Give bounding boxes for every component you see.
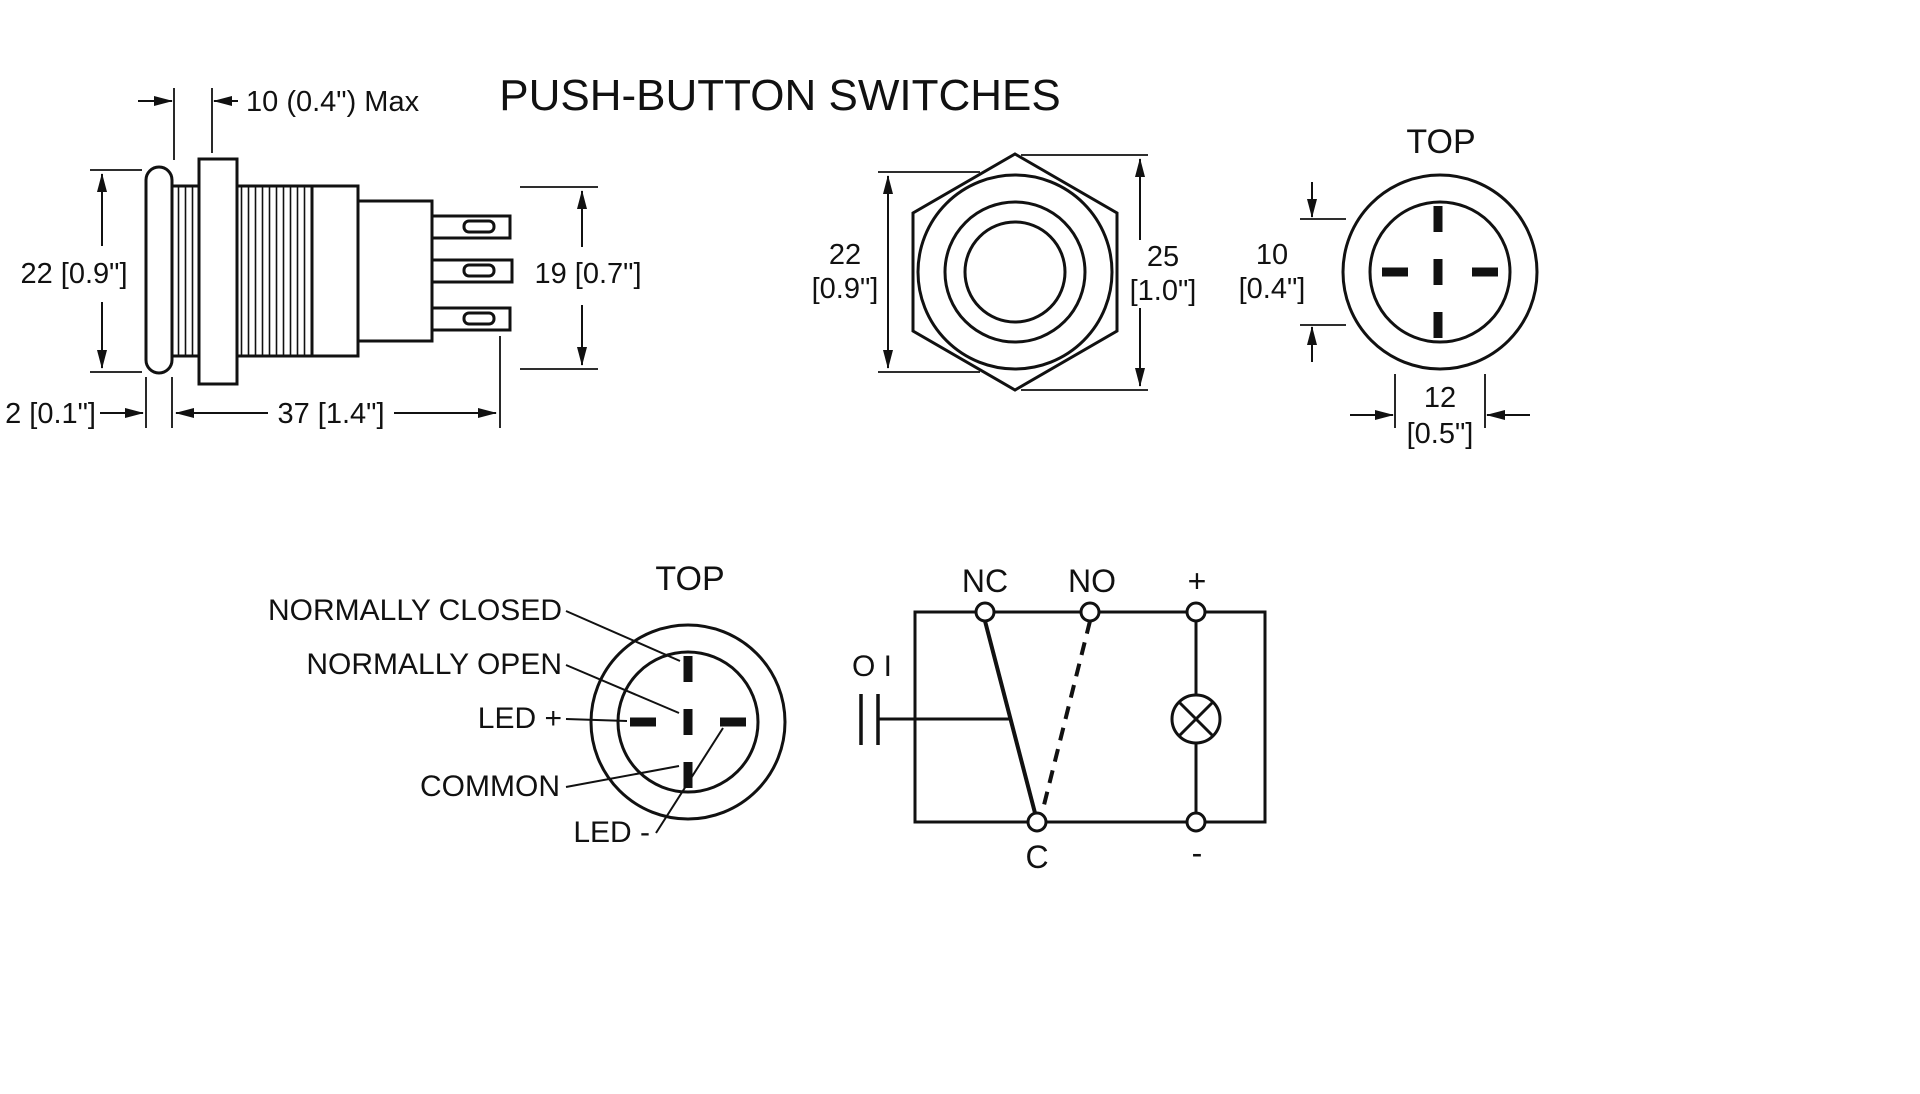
label-led-minus: LED - [573,816,650,849]
terminal-nc [974,601,996,623]
no-contact-line-dashed [1040,620,1092,814]
body-collar [310,184,360,358]
dim-body-height-label: 22 [0.9"] [20,258,127,290]
label-normally-closed: NORMALLY CLOSED [268,594,562,627]
actuator-symbol: O I [852,650,1010,745]
pin-common [683,762,693,788]
pinout-leader-lines [565,610,724,834]
terminal-plus [1185,601,1207,623]
bezel-outer-circle [916,173,1114,371]
pin-slot-top [1433,206,1443,232]
dim-pin-vertical-inches: [0.4"] [1239,273,1306,305]
dim-panel-thickness-label: 10 (0.4") Max [246,86,420,118]
dim-pin-horizontal-value: 12 [1424,382,1456,414]
terminal-no [1079,601,1101,623]
dim-rear-height-label: 19 [0.7"] [534,258,641,290]
threaded-barrel [170,184,314,358]
label-led-plus: LED + [478,702,562,735]
dim-pin-spacing-vertical: 10 [0.4"] [1239,182,1346,362]
dim-body-height: 22 [0.9"] [20,169,142,373]
terminal-minus [1185,811,1207,833]
pin-normally-open [683,709,693,735]
page-title: PUSH-BUTTON SWITCHES [499,71,1060,120]
pin-led-minus [720,717,746,727]
flange [144,165,174,375]
dim-pin-spacing-horizontal: 12 [0.5"] [1350,374,1530,450]
schematic-terminals [974,601,1207,833]
label-terminal-no: NO [1068,563,1116,599]
button-ring-circle [943,200,1087,344]
side-view-drawing: 10 (0.4") Max 22 [0.9"] 2 [0.1"] 37 [1.4… [5,86,641,430]
dim-across-corners-value: 25 [1147,241,1179,273]
dim-pin-horizontal-inches: [0.5"] [1407,418,1474,450]
dim-flange-thickness-label: 2 [0.1"] [5,398,96,430]
pin-slot-right [1472,267,1498,277]
dim-flange-thickness: 2 [0.1"] [5,377,173,430]
terminal-pins [430,214,514,332]
label-terminal-plus: + [1188,563,1207,599]
top-view-title: TOP [1406,123,1475,161]
pin-slot-bottom [1433,312,1443,338]
pinout-pins [630,656,746,788]
button-face-circle [963,220,1067,324]
dim-rear-height: 19 [0.7"] [520,186,642,370]
front-view-drawing: 22 [0.9"] 25 [1.0"] [812,152,1197,392]
pin-slot-center [1433,259,1443,285]
dim-across-flats-inches: [0.9"] [812,273,879,305]
dim-pin-vertical-value: 10 [1256,239,1288,271]
dim-across-corners: 25 [1.0"] [1021,154,1197,391]
lamp-symbol [1170,693,1222,745]
pin-led-plus [630,717,656,727]
top-view-pins [1382,206,1498,338]
actuator-label: O I [852,650,892,683]
dim-overall-length: 37 [1.4"] [175,336,501,430]
circuit-schematic: O I NC NO + C - [852,563,1267,875]
terminal-slot-bottom [462,311,496,326]
label-terminal-nc: NC [962,563,1008,599]
pinout-view-drawing: TOP NORMALLY CLOSED NORMALLY OPEN LED + … [268,560,787,849]
pin-slot-left [1382,267,1408,277]
terminal-slot-middle [462,263,496,278]
rear-housing [356,199,434,343]
pin-normally-closed [683,656,693,682]
dim-across-corners-inches: [1.0"] [1130,275,1197,307]
mounting-nut [197,157,239,386]
dim-across-flats: 22 [0.9"] [812,171,980,373]
label-terminal-common: C [1025,839,1048,875]
terminal-slot-top [462,219,496,234]
pinout-inner-circle [616,650,760,794]
dim-overall-length-label: 37 [1.4"] [277,398,384,430]
label-terminal-minus: - [1192,835,1203,871]
top-view-drawing: TOP 10 [0.4"] 12 [0.5"] [1239,123,1539,450]
terminal-common [1026,811,1048,833]
lamp-cross-2 [1177,700,1215,738]
label-normally-open: NORMALLY OPEN [306,648,562,681]
top-view-inner-circle [1368,200,1512,344]
dim-across-flats-value: 22 [829,239,861,271]
nc-contact-line [983,620,1037,814]
pinout-view-title: TOP [655,560,724,598]
dim-panel-thickness: 10 (0.4") Max [138,86,420,160]
label-common: COMMON [420,770,560,803]
